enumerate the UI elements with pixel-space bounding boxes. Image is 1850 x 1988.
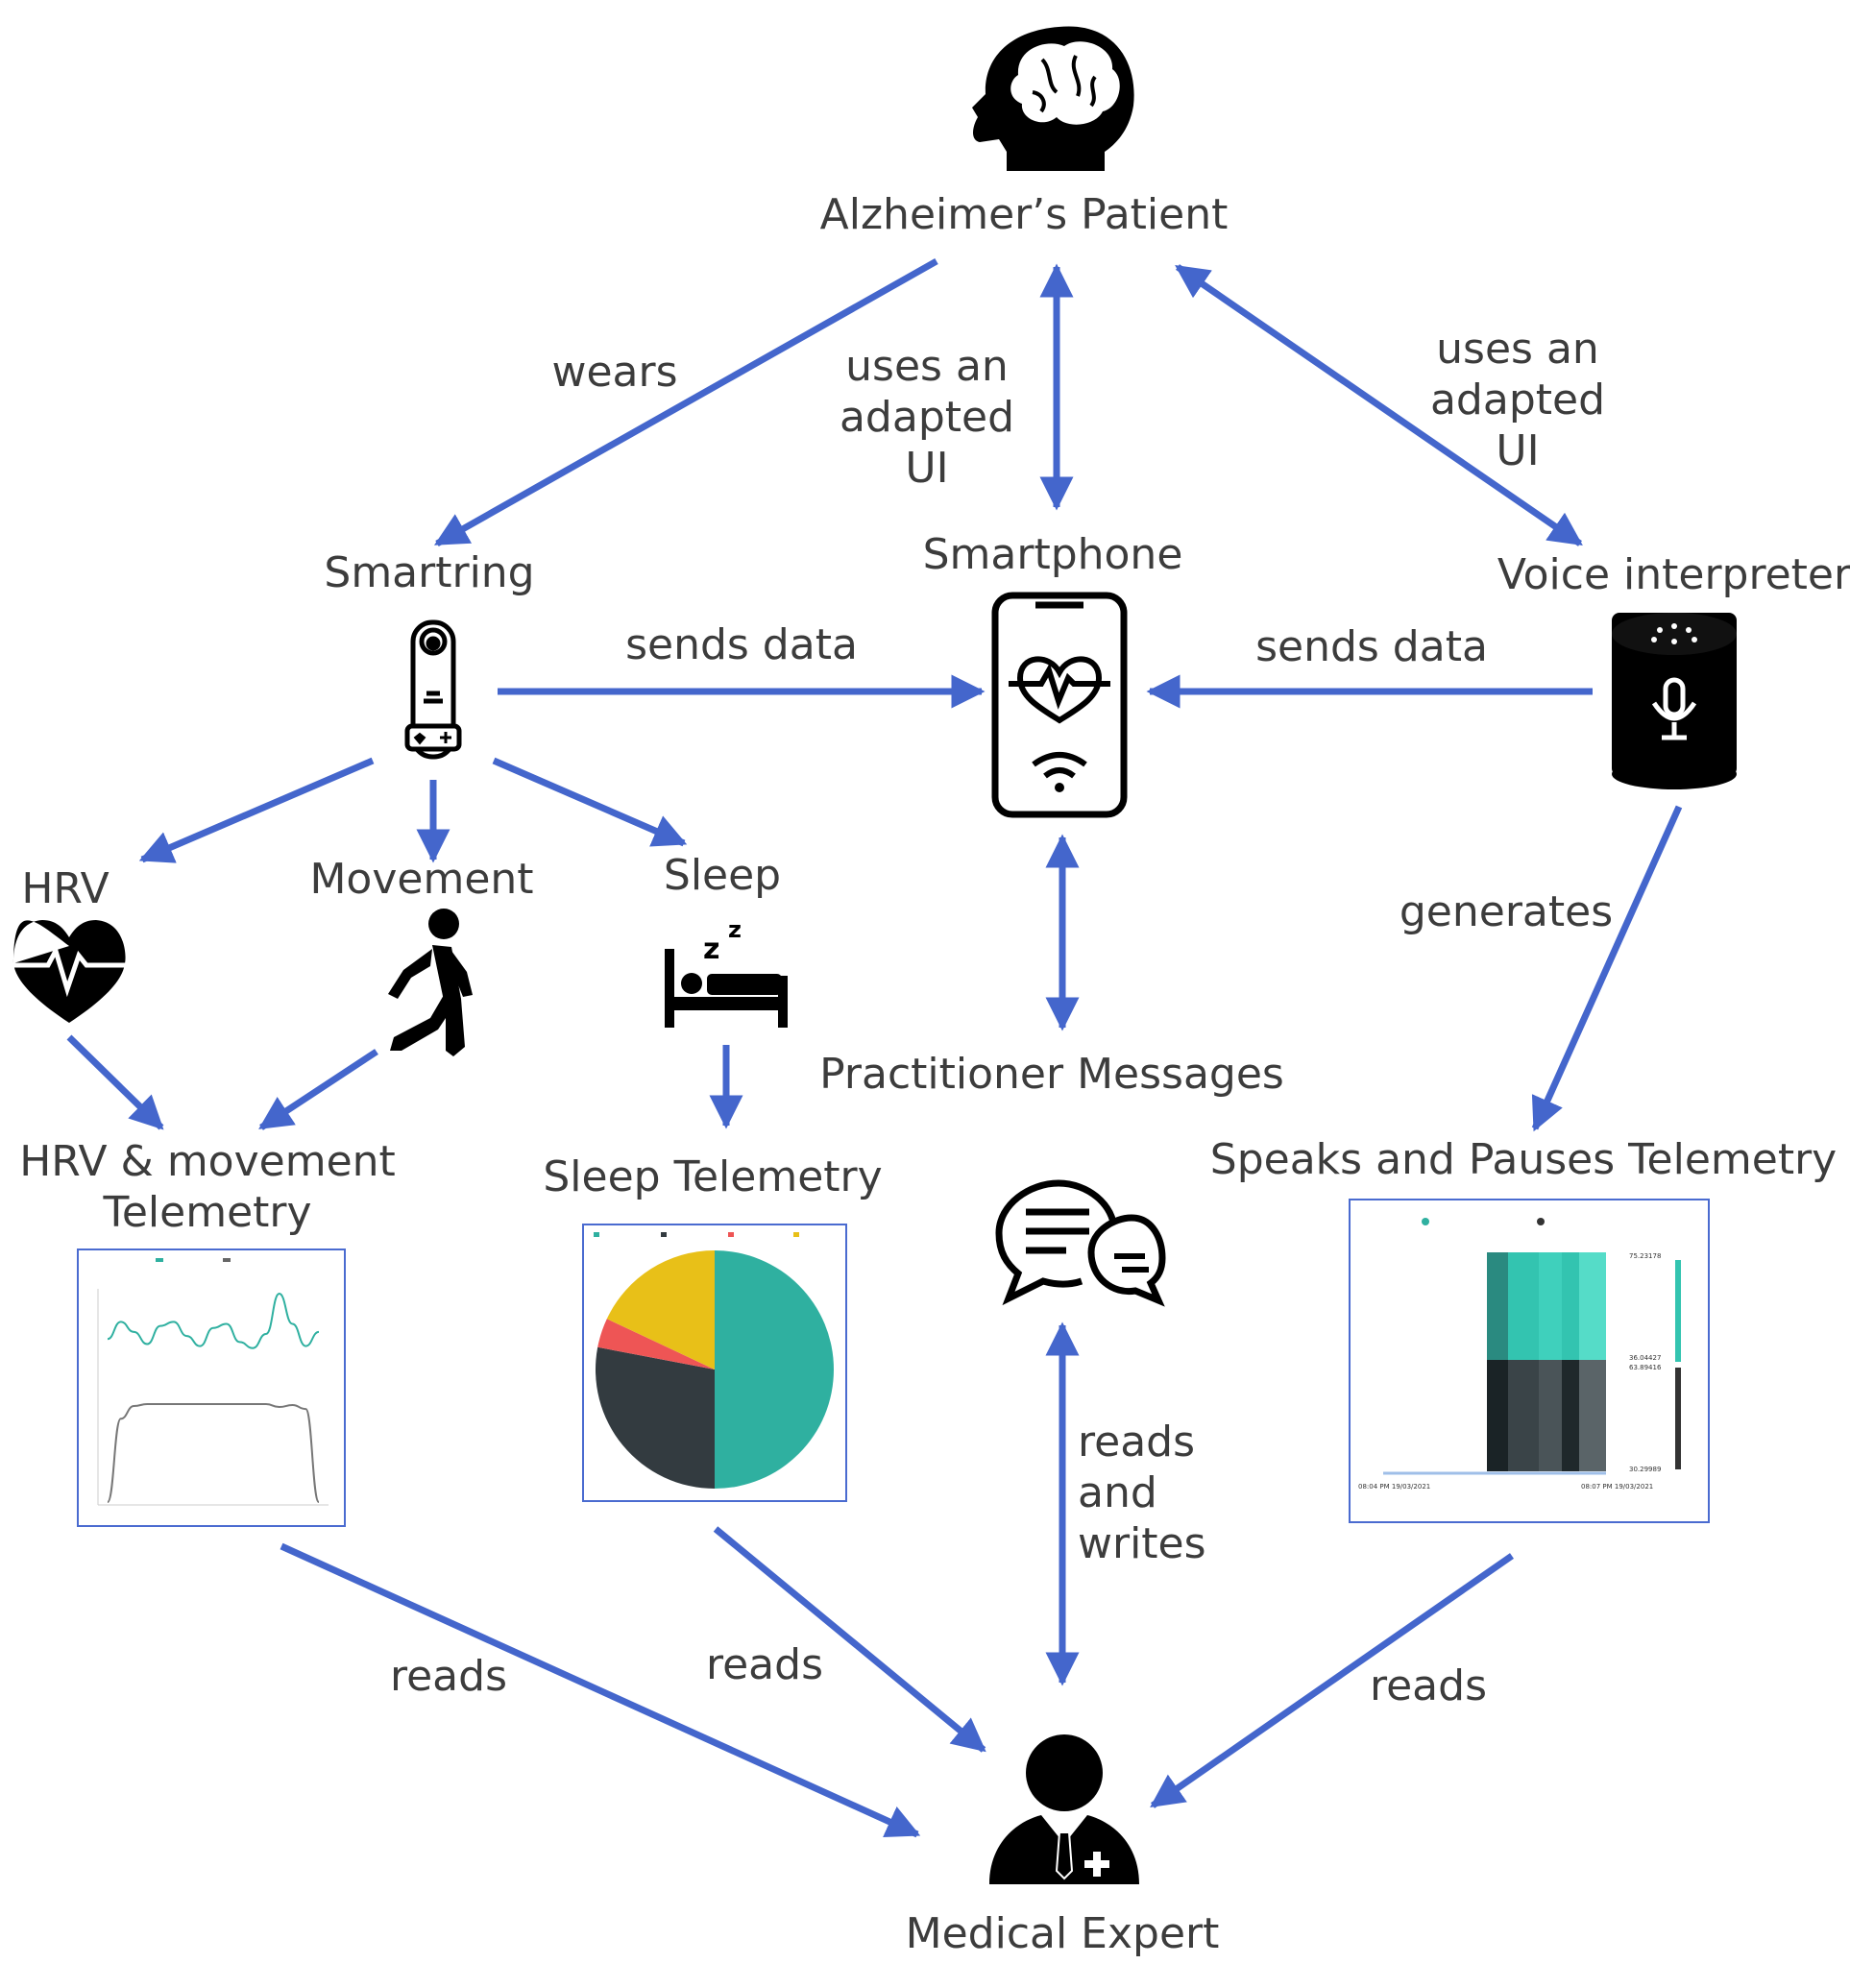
node-smartphone: Smartphone xyxy=(922,530,1183,579)
walking-person-icon xyxy=(388,909,473,1056)
arrow-reads-sleep xyxy=(713,1526,986,1753)
node-patient: Alzheimer’s Patient xyxy=(819,190,1229,239)
y-tick-label: 36.04427 xyxy=(1629,1354,1661,1362)
arrow-reads-speaks xyxy=(1150,1553,1514,1808)
hrv-line-chart xyxy=(97,1258,329,1506)
arrow-reads-hrv xyxy=(280,1542,921,1838)
chat-bubbles-icon xyxy=(995,1179,1166,1307)
sleep-telemetry-thumbnail xyxy=(582,1224,847,1502)
arrow-movement-telemetry xyxy=(258,1049,378,1130)
node-practitioner: Practitioner Messages xyxy=(819,1050,1284,1099)
sleep-pie-chart xyxy=(594,1232,834,1489)
legend-swatch-deep xyxy=(661,1232,667,1237)
smartring-icon xyxy=(404,619,462,760)
legend-swatch-awake xyxy=(793,1232,799,1237)
edge-voice-sends: sends data xyxy=(1255,622,1488,671)
edge-reads-writes: reads and writes xyxy=(1078,1418,1206,1568)
legend-swatch-2 xyxy=(223,1258,231,1262)
svg-text:z: z xyxy=(728,916,742,943)
y-tick-label: 30.29989 xyxy=(1629,1466,1661,1473)
pie-slice xyxy=(606,1250,715,1370)
node-sleep: Sleep xyxy=(663,851,782,900)
bar-bottom xyxy=(1562,1360,1579,1471)
legend-dot-spoken xyxy=(1537,1218,1545,1225)
legend-swatch-rem xyxy=(728,1232,734,1237)
smartphone-heart-icon xyxy=(991,592,1128,818)
svg-text:z: z xyxy=(703,933,719,966)
arrow-patient-voice xyxy=(1175,264,1583,546)
arrow-wears xyxy=(433,257,938,547)
smart-speaker-icon xyxy=(1612,613,1737,789)
hrv-series-line xyxy=(107,1292,320,1349)
bar-bottom xyxy=(1487,1360,1508,1471)
node-hrv: HRV xyxy=(21,864,110,913)
legend-swatch-light xyxy=(594,1232,599,1237)
edge-ring-sends: sends data xyxy=(625,620,858,669)
bar-top xyxy=(1579,1252,1606,1360)
bar-top xyxy=(1487,1252,1508,1360)
head-brain-icon xyxy=(972,26,1134,172)
bar-bottom xyxy=(1539,1360,1562,1471)
y-tick-label: 63.89416 xyxy=(1629,1364,1662,1371)
edge-reads-speaks: reads xyxy=(1369,1661,1488,1710)
pie-slice xyxy=(597,1319,715,1370)
speaks-telemetry-thumbnail: 75.23178 36.04427 63.89416 30.29989 08:0… xyxy=(1349,1199,1710,1523)
hrv-telemetry-thumbnail xyxy=(77,1249,346,1527)
legend-dot-pauses xyxy=(1422,1218,1429,1225)
edge-reads-hrv: reads xyxy=(389,1652,508,1701)
x-tick-label: 08:04 PM 19/03/2021 xyxy=(1358,1483,1430,1491)
pie-slice xyxy=(596,1346,715,1489)
node-sleep-telemetry: Sleep Telemetry xyxy=(543,1152,883,1201)
bed-sleep-icon: z z xyxy=(665,916,788,1028)
node-voice: Voice interpreter xyxy=(1497,550,1850,599)
arrow-hrv-telemetry xyxy=(66,1034,164,1130)
node-speaks-telemetry: Speaks and Pauses Telemetry xyxy=(1209,1135,1838,1184)
bar-top xyxy=(1508,1252,1539,1360)
pie-slice xyxy=(715,1250,834,1489)
scale-bar-top xyxy=(1675,1260,1681,1362)
legend-swatch-1 xyxy=(156,1258,163,1262)
node-hrv-telemetry: HRV & movement Telemetry xyxy=(19,1137,396,1237)
arrow-generates xyxy=(1531,805,1683,1132)
edge-wears: wears xyxy=(551,348,678,397)
node-smartring: Smartring xyxy=(324,548,535,597)
arrow-ring-sleep xyxy=(492,757,688,847)
bar-bottom xyxy=(1508,1360,1539,1471)
heart-pulse-icon xyxy=(13,920,126,1023)
edge-uses-ui-phone: uses an adapted UI xyxy=(839,342,1015,493)
edge-uses-ui-voice: uses an adapted UI xyxy=(1429,325,1606,475)
x-tick-label: 08:07 PM 19/03/2021 xyxy=(1581,1483,1653,1491)
arrows xyxy=(66,257,1683,1838)
bar-bottom xyxy=(1579,1360,1606,1471)
edge-generates: generates xyxy=(1399,887,1614,936)
stacked-columns xyxy=(1487,1252,1606,1471)
arrow-ring-hrv xyxy=(138,757,375,863)
node-expert: Medical Expert xyxy=(905,1909,1220,1958)
bar-top xyxy=(1539,1252,1562,1360)
scale-bar-bottom xyxy=(1675,1368,1681,1469)
node-movement: Movement xyxy=(309,855,534,904)
y-tick-label: 75.23178 xyxy=(1629,1252,1661,1260)
edge-reads-sleep: reads xyxy=(705,1640,824,1689)
doctor-icon xyxy=(989,1734,1139,1884)
movement-series-line xyxy=(107,1403,320,1503)
speaks-bar-chart: 75.23178 36.04427 63.89416 30.29989 08:0… xyxy=(1358,1218,1681,1491)
bar-top xyxy=(1562,1252,1579,1360)
pie-slices xyxy=(596,1250,834,1489)
